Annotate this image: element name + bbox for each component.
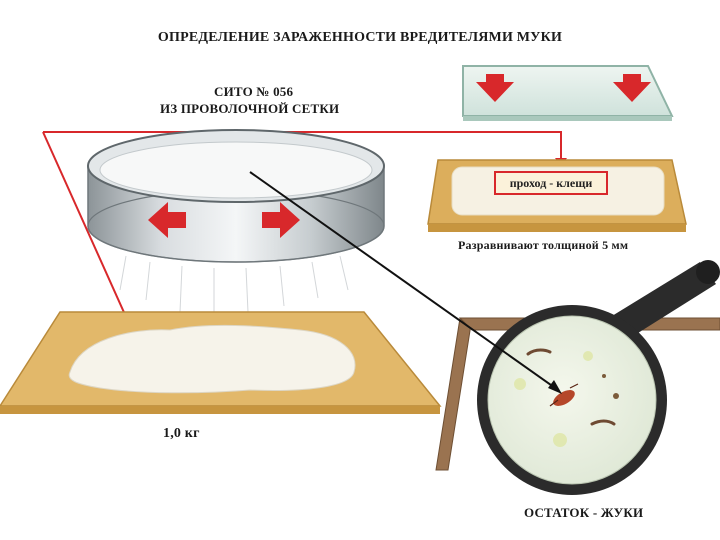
spread-label: Разравнивают толщиной 5 мм <box>458 238 628 253</box>
sieve <box>88 130 384 316</box>
weight-label: 1,0 кг <box>163 426 200 442</box>
flour-board <box>0 312 440 414</box>
remainder-label: ОСТАТОК - ЖУКИ <box>524 505 643 521</box>
magnifier <box>477 260 720 495</box>
sieve-label-line1: СИТО № 056 <box>214 84 293 100</box>
page-title: ОПРЕДЕЛЕНИЕ ЗАРАЖЕННОСТИ ВРЕДИТЕЛЯМИ МУК… <box>0 30 720 46</box>
sieve-label-line2: ИЗ ПРОВОЛОЧНОЙ СЕТКИ <box>160 101 339 117</box>
glass-plate <box>463 66 672 121</box>
through-label-box: проход - клещи <box>494 171 608 195</box>
